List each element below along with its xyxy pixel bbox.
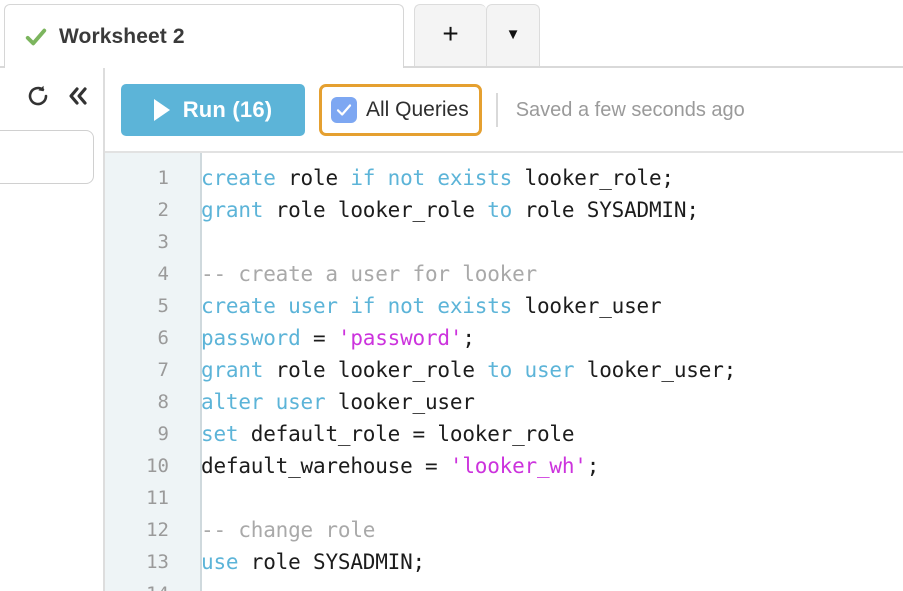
play-icon: [153, 99, 170, 121]
line-number: 10: [146, 455, 169, 477]
code-token: grant: [201, 358, 276, 382]
line-number: 3: [157, 231, 169, 253]
code-text[interactable]: -- change role: [185, 514, 375, 546]
tab-bar: Worksheet 2 + ▼: [0, 0, 903, 68]
toolbar-divider-bottom: [105, 151, 903, 153]
line-number: 8: [157, 391, 169, 413]
code-text[interactable]: grant role looker_role to role SYSADMIN;: [185, 194, 699, 226]
code-text[interactable]: password = 'password';: [185, 322, 475, 354]
code-token: set: [201, 422, 251, 446]
line-number: 13: [146, 551, 169, 573]
code-token: default_warehouse =: [201, 454, 450, 478]
code-text[interactable]: create role if not exists looker_role;: [185, 162, 674, 194]
code-token: looker_user: [337, 390, 475, 414]
tab-bar-divider: [0, 66, 903, 68]
code-token: alter user: [201, 390, 338, 414]
code-token: role: [288, 166, 351, 190]
line-number: 7: [157, 359, 169, 381]
line-number: 1: [157, 167, 169, 189]
code-token: looker_role;: [524, 166, 675, 190]
left-panel-divider: [103, 68, 105, 591]
code-token: use: [201, 550, 251, 574]
code-token: role SYSADMIN;: [250, 550, 425, 574]
search-input[interactable]: [0, 130, 94, 184]
code-token: 'looker_wh': [449, 454, 587, 478]
worksheet-toolbar: Run (16) All Queries Saved a few seconds…: [105, 68, 903, 152]
tab-label: Worksheet 2: [59, 24, 185, 48]
saved-status: Saved a few seconds ago: [515, 98, 745, 121]
code-token: password: [201, 326, 313, 350]
tab-actions: + ▼: [414, 4, 540, 66]
check-icon: [336, 104, 352, 116]
worksheet-menu-button[interactable]: ▼: [486, 4, 540, 66]
line-number: 12: [146, 519, 169, 541]
code-token: to user: [487, 358, 587, 382]
code-line[interactable]: 6 password = 'password';: [105, 322, 903, 354]
code-text[interactable]: alter user looker_user: [185, 386, 475, 418]
code-token: -- create a user for looker: [201, 262, 537, 286]
code-line[interactable]: 3: [105, 226, 903, 258]
code-token: grant: [201, 198, 276, 222]
left-panel-toolbar: [0, 84, 104, 108]
code-token: looker_user;: [586, 358, 737, 382]
code-line[interactable]: 2 grant role looker_role to role SYSADMIN…: [105, 194, 903, 226]
check-icon: [25, 28, 47, 45]
code-token: =: [313, 326, 338, 350]
code-line[interactable]: 10 default_warehouse = 'looker_wh';: [105, 450, 903, 482]
line-number: 2: [157, 199, 169, 221]
code-line[interactable]: 5 create user if not exists looker_user: [105, 290, 903, 322]
line-number: 14: [105, 583, 185, 591]
code-line[interactable]: 12 -- change role: [105, 514, 903, 546]
code-token: create: [201, 166, 289, 190]
code-token: -- change role: [201, 518, 376, 542]
code-token: role SYSADMIN;: [524, 198, 699, 222]
all-queries-toggle[interactable]: All Queries: [319, 84, 482, 136]
line-number: 9: [157, 423, 169, 445]
all-queries-checkbox[interactable]: [331, 97, 357, 123]
all-queries-label: All Queries: [366, 98, 469, 121]
code-token: create user if not exists: [201, 294, 525, 318]
code-token: role looker_role: [275, 358, 488, 382]
code-token: 'password': [337, 326, 463, 350]
toolbar-divider: [495, 93, 498, 127]
run-button-label: Run (16): [182, 97, 273, 122]
line-number: 11: [146, 487, 169, 509]
code-line[interactable]: 7 grant role looker_role to user looker_u…: [105, 354, 903, 386]
code-line[interactable]: 9 set default_role = looker_role: [105, 418, 903, 450]
add-worksheet-button[interactable]: +: [414, 4, 486, 66]
code-line[interactable]: 4 -- create a user for looker: [105, 258, 903, 290]
code-token: looker_user: [524, 294, 662, 318]
line-number: 4: [157, 263, 169, 285]
code-line[interactable]: 8 alter user looker_user: [105, 386, 903, 418]
code-token: default_role = looker_role: [250, 422, 575, 446]
code-text[interactable]: -- create a user for looker: [185, 258, 537, 290]
tab-worksheet-2[interactable]: Worksheet 2: [4, 4, 404, 68]
run-button[interactable]: Run (16): [121, 84, 305, 136]
code-line[interactable]: 11: [105, 482, 903, 514]
code-line[interactable]: 14: [105, 578, 903, 591]
refresh-icon[interactable]: [26, 84, 50, 108]
double-chevron-left-icon[interactable]: [66, 84, 90, 108]
code-text[interactable]: create user if not exists looker_user: [185, 290, 662, 322]
code-token: to: [487, 198, 525, 222]
left-panel: [0, 68, 104, 591]
line-number: 6: [157, 327, 169, 349]
code-text[interactable]: use role SYSADMIN;: [185, 546, 425, 578]
code-line[interactable]: 13 use role SYSADMIN;: [105, 546, 903, 578]
gutter-divider: [200, 153, 202, 591]
code-token: if not exists: [350, 166, 525, 190]
code-token: ;: [586, 454, 600, 478]
code-token: role looker_role: [275, 198, 488, 222]
line-number: 5: [157, 295, 169, 317]
code-text[interactable]: set default_role = looker_role: [185, 418, 575, 450]
code-line[interactable]: 1 create role if not exists looker_role;: [105, 162, 903, 194]
line-number-gutter: [105, 153, 200, 591]
code-text[interactable]: default_warehouse = 'looker_wh';: [185, 450, 599, 482]
code-text[interactable]: grant role looker_role to user looker_us…: [185, 354, 736, 386]
code-token: ;: [462, 326, 475, 350]
